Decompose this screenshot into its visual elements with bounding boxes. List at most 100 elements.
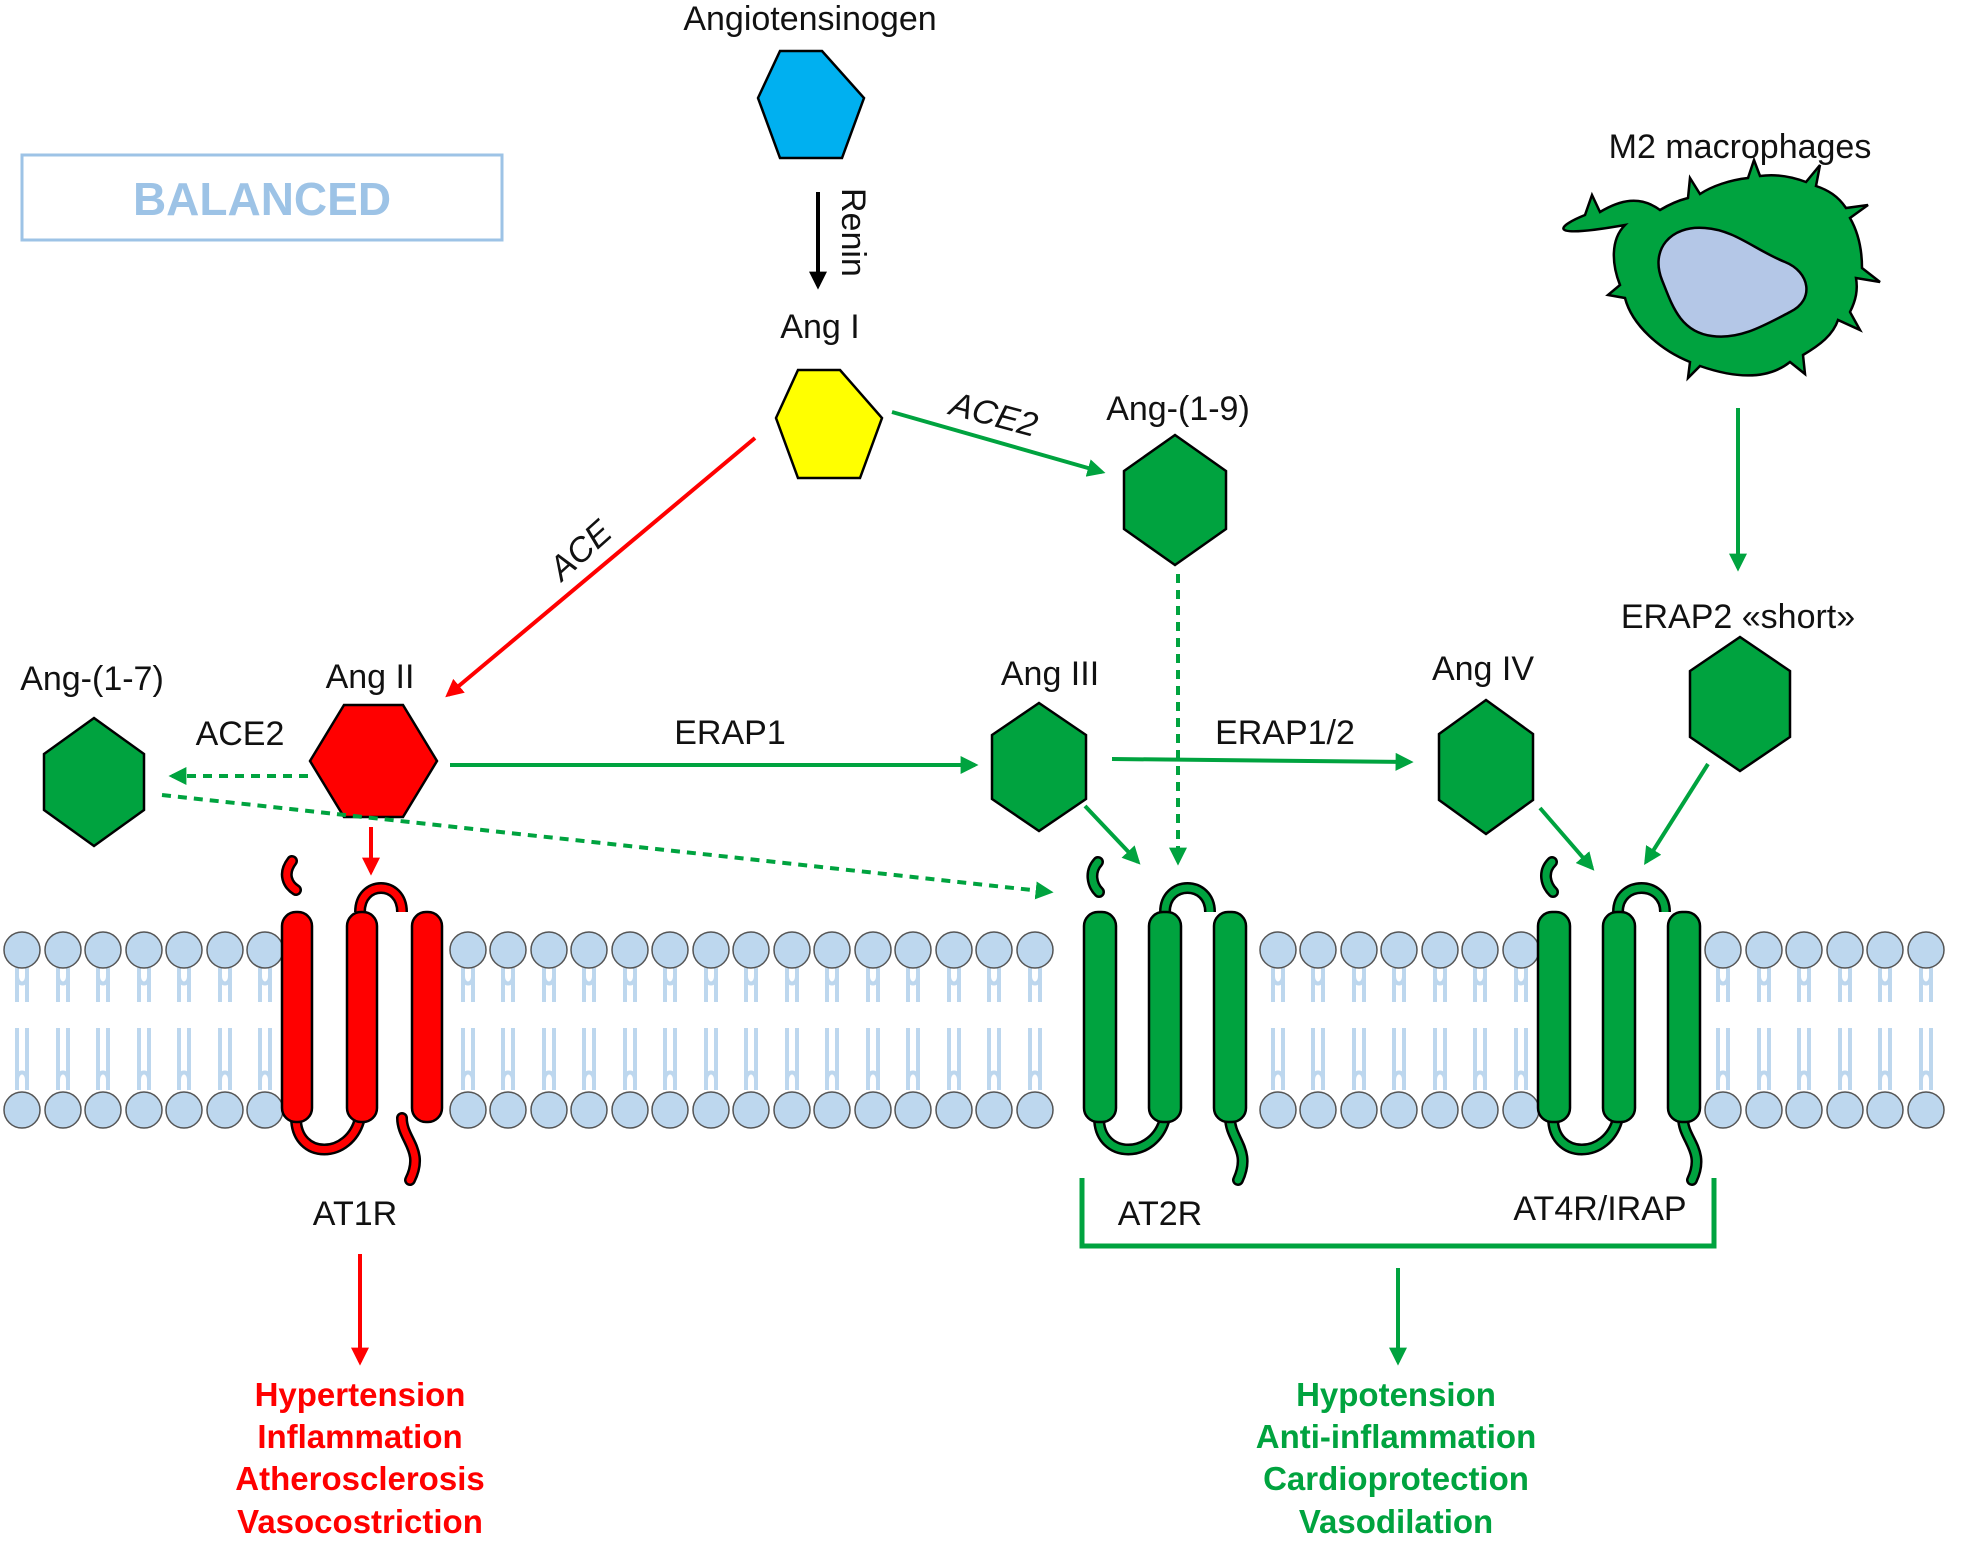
lipid-head-icon (1704, 1091, 1742, 1129)
lipid-head-icon (611, 1091, 649, 1129)
protective-receptors-bracket (1079, 1178, 1717, 1249)
at2r-label: AT2R (1118, 1195, 1202, 1233)
erap1-label: ERAP1 (674, 714, 786, 752)
lipid-tail-icon (987, 968, 1001, 1002)
lipid-head-icon (1340, 931, 1378, 969)
lipid-head-icon (1380, 931, 1418, 969)
harmful-outcome-2: Inflammation (257, 1418, 462, 1455)
lipid-tail-icon (744, 968, 758, 1002)
lipid-head-icon (125, 1091, 163, 1129)
lipid-head-icon (1502, 1091, 1540, 1129)
lipid-tail-icon (96, 1028, 110, 1090)
ang4-at4r-arrow (1538, 806, 1595, 871)
erap2-at4r-arrow (1644, 762, 1710, 866)
lipid-head-icon (3, 1091, 41, 1129)
lipid-head-icon (651, 931, 689, 969)
lipid-head-icon (975, 931, 1013, 969)
lipid-tail-icon (1797, 968, 1811, 1002)
lipid-head-icon (1016, 931, 1054, 969)
lipid-tail-icon (461, 1028, 475, 1090)
lipid-tail-icon (825, 968, 839, 1002)
lipid-head-icon (1785, 931, 1823, 969)
protective-outcome-4: Vasodilation (1299, 1503, 1493, 1540)
lipid-tail-icon (1878, 1028, 1892, 1090)
lipid-tail-icon (56, 968, 70, 1002)
lipid-tail-icon (623, 1028, 637, 1090)
lipid-tail-icon (906, 968, 920, 1002)
lipid-head-icon (246, 1091, 284, 1129)
lipid-tail-icon (704, 968, 718, 1002)
lipid-head-icon (651, 1091, 689, 1129)
protective-outcome-3: Cardioprotection (1263, 1460, 1529, 1497)
lipid-tail-icon (501, 968, 515, 1002)
harmful-outcome-3: Atherosclerosis (235, 1460, 484, 1497)
lipid-tail-icon (866, 1028, 880, 1090)
lipid-head-icon (1704, 931, 1742, 969)
lipid-tail-icon (501, 1028, 515, 1090)
lipid-tail-icon (461, 968, 475, 1002)
lipid-head-icon (44, 1091, 82, 1129)
lipid-tail-icon (1716, 1028, 1730, 1090)
lipid-head-icon (570, 1091, 608, 1129)
lipid-head-icon (773, 931, 811, 969)
lipid-tail-icon (663, 1028, 677, 1090)
ace2-top-label: ACE2 (944, 385, 1042, 445)
lipid-tail-icon (1392, 1028, 1406, 1090)
lipid-tail-icon (582, 968, 596, 1002)
lipid-head-icon (1340, 1091, 1378, 1129)
at1r-receptor-icon (280, 855, 444, 1186)
lipid-tail-icon (258, 1028, 272, 1090)
erap2-label: ERAP2 «short» (1621, 598, 1855, 636)
lipid-tail-icon (623, 968, 637, 1002)
at4r-irap-receptor-icon (1536, 856, 1703, 1186)
lipid-head-icon (975, 1091, 1013, 1129)
lipid-head-icon (1259, 931, 1297, 969)
lipid-head-icon (1299, 931, 1337, 969)
lipid-head-icon (1826, 1091, 1864, 1129)
lipid-tail-icon (906, 1028, 920, 1090)
lipid-tail-icon (1878, 968, 1892, 1002)
at4r-irap-label: AT4R/IRAP (1513, 1190, 1686, 1228)
lipid-head-icon (84, 1091, 122, 1129)
lipid-head-icon (1745, 1091, 1783, 1129)
lipid-tail-icon (582, 1028, 596, 1090)
ang19-hexagon-icon (1122, 433, 1228, 567)
erap2-hexagon-icon (1688, 635, 1792, 773)
lipid-head-icon (854, 931, 892, 969)
lipid-head-icon (1502, 931, 1540, 969)
lipid-tail-icon (1838, 1028, 1852, 1090)
lipid-head-icon (1421, 931, 1459, 969)
lipid-tail-icon (825, 1028, 839, 1090)
angiotensinogen-label: Angiotensinogen (683, 0, 936, 38)
balanced-badge (20, 153, 504, 242)
lipid-tail-icon (56, 1028, 70, 1090)
lipid-head-icon (1785, 1091, 1823, 1129)
lipid-tail-icon (1352, 968, 1366, 1002)
lipid-tail-icon (1473, 968, 1487, 1002)
lipid-head-icon (1907, 931, 1945, 969)
lipid-head-icon (1745, 931, 1783, 969)
lipid-tail-icon (1797, 1028, 1811, 1090)
lipid-tail-icon (177, 968, 191, 1002)
lipid-head-icon (125, 931, 163, 969)
lipid-tail-icon (744, 1028, 758, 1090)
lipid-tail-icon (1433, 968, 1447, 1002)
ang4-hexagon-icon (1437, 698, 1535, 836)
lipid-head-icon (1461, 931, 1499, 969)
lipid-head-icon (206, 1091, 244, 1129)
lipid-head-icon (1461, 1091, 1499, 1129)
lipid-head-icon (1826, 931, 1864, 969)
lipid-tail-icon (1433, 1028, 1447, 1090)
ang17-at2r-arrow (161, 793, 1054, 900)
lipid-head-icon (1866, 1091, 1904, 1129)
lipid-tail-icon (218, 968, 232, 1002)
harmful-outcome-4: Vasocostriction (237, 1503, 483, 1540)
lipid-tail-icon (1919, 1028, 1933, 1090)
ang2-label: Ang II (326, 658, 415, 696)
lipid-tail-icon (1311, 968, 1325, 1002)
lipid-head-icon (165, 1091, 203, 1129)
lipid-head-icon (165, 931, 203, 969)
lipid-tail-icon (137, 1028, 151, 1090)
